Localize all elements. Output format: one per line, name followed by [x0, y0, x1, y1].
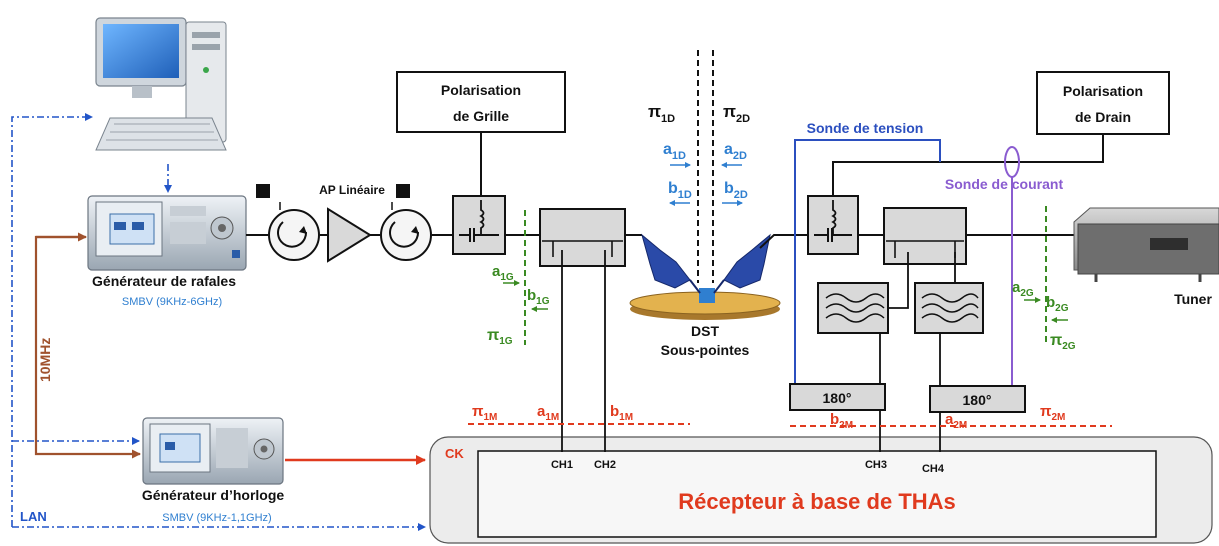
burst-generator-label: Générateur de rafales [92, 273, 236, 289]
green-wave-arrows [503, 280, 1068, 323]
receiver-enclosure [429, 436, 1213, 544]
lan-bus [11, 113, 426, 531]
dut-wafer-icon [629, 233, 781, 320]
clock-generator-label: Générateur d’horloge [142, 487, 285, 503]
ch1-label: CH1 [551, 459, 573, 471]
hybrid-180-2 [929, 385, 1026, 413]
wave-a1d-label: a1D [663, 141, 686, 162]
isolator-2-icon [380, 184, 432, 261]
lan-label: LAN [20, 509, 47, 524]
coupler-input-icon [539, 208, 626, 267]
plane-1m-label: π1M [472, 403, 497, 423]
plane-2m-label: π2M [1040, 403, 1065, 423]
wave-b1d-label: b1D [668, 180, 692, 201]
ck-label: CK [445, 446, 464, 461]
hybrid-180-2-label: 180° [963, 392, 992, 408]
wave-a2g-label: a2G [1012, 279, 1034, 299]
voltage-probe-line [794, 139, 941, 400]
computer-icon [95, 17, 227, 151]
filter-2-icon [914, 282, 984, 334]
rf-output-path [759, 234, 1080, 249]
wave-b2d-label: b2D [724, 180, 748, 201]
ref-clock-link [34, 232, 141, 459]
wave-b1m-label: b1M [610, 403, 633, 423]
bias-tee-output-icon [807, 195, 859, 255]
wave-a2m-label: a2M [945, 411, 967, 431]
tuner-instrument [1073, 207, 1219, 282]
hybrid-180-1-label: 180° [823, 390, 852, 406]
burst-generator-instrument [87, 195, 247, 271]
ch4-label: CH4 [922, 463, 945, 475]
clock-generator-instrument [142, 417, 284, 485]
plane-1d-label: π1D [648, 102, 675, 125]
linear-amplifier-label: AP Linéaire [319, 183, 385, 197]
bias-tee-input-icon [452, 195, 506, 255]
dut-label-1: DST [691, 323, 719, 339]
wave-a1g-label: a1G [492, 263, 514, 283]
receiver-label: Récepteur à base de THAs [678, 489, 956, 514]
gate-bias-label-2: de Grille [453, 108, 509, 124]
ch2-label: CH2 [594, 459, 616, 471]
current-probe-label: Sonde de courant [945, 176, 1064, 192]
ref-clock-label: 10MHz [37, 338, 53, 382]
dut-wave-arrows [669, 162, 743, 206]
wave-a2d-label: a2D [724, 141, 747, 162]
wave-b2m-label: b2M [830, 411, 853, 431]
wave-b2g-label: b2G [1046, 294, 1069, 314]
gate-bias-label-1: Polarisation [441, 82, 521, 98]
wave-b1g-label: b1G [527, 287, 550, 307]
linear-amplifier-icon [327, 207, 372, 263]
burst-generator-model: SMBV (9KHz-6GHz) [122, 296, 222, 308]
hybrid-180-1 [789, 383, 886, 411]
isolator-1-icon [256, 184, 320, 261]
ch3-label: CH3 [865, 459, 887, 471]
drain-bias-line [832, 134, 1104, 196]
plane-1g-label: π1G [487, 327, 513, 347]
clock-generator-model: SMBV (9KHz-1,1GHz) [162, 512, 271, 524]
wave-a1m-label: a1M [537, 403, 559, 423]
drain-bias-label-2: de Drain [1075, 109, 1131, 125]
tuner-label: Tuner [1174, 291, 1212, 307]
plane-2g-label: π2G [1050, 332, 1076, 352]
filter-to-hybrid-lines [879, 333, 941, 386]
plane-2d-label: π2D [723, 102, 750, 125]
coupler-output-branches [888, 252, 956, 309]
voltage-probe-label: Sonde de tension [807, 120, 924, 136]
filter-1-icon [817, 282, 889, 334]
coupler-output-icon [883, 207, 967, 265]
drain-bias-label-1: Polarisation [1063, 83, 1143, 99]
dut-label-2: Sous-pointes [661, 342, 750, 358]
